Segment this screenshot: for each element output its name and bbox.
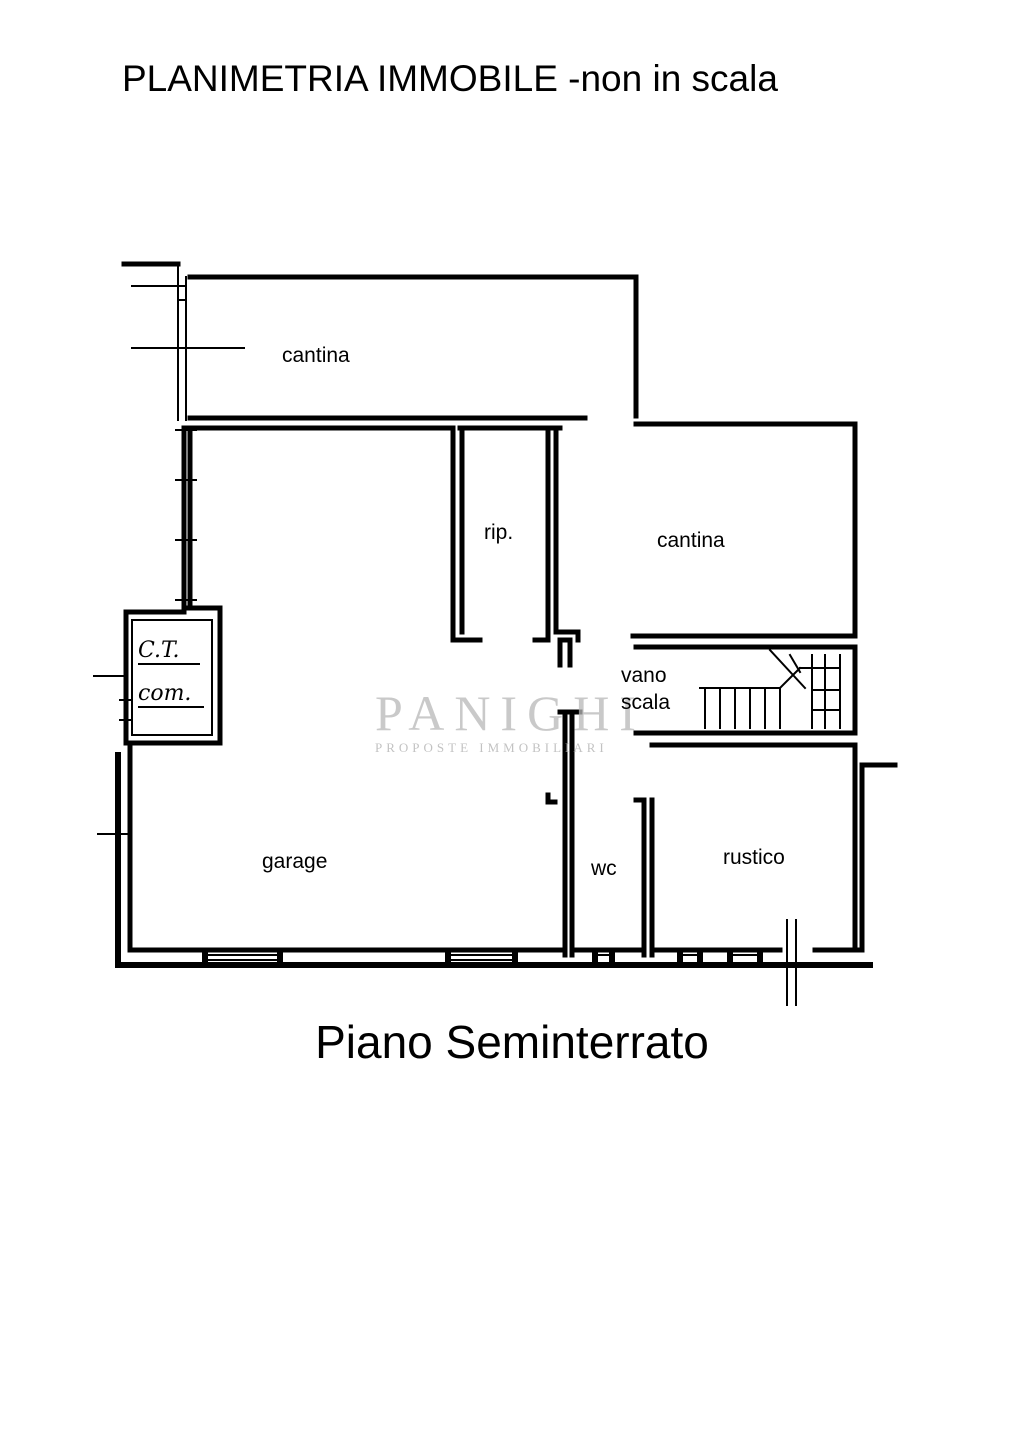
label-vano: vano xyxy=(621,664,667,687)
label-garage: garage xyxy=(262,850,327,873)
label-rip: rip. xyxy=(484,521,513,544)
wall-ct-inner xyxy=(93,619,213,736)
stairs xyxy=(699,648,841,729)
wall-stair-box xyxy=(633,644,858,736)
wall-cantina-top-thin xyxy=(131,263,245,421)
label-cantina-top: cantina xyxy=(282,344,350,367)
wall-left-ticks xyxy=(175,429,197,601)
wall-ct-room xyxy=(123,605,223,746)
wall-cantina-right xyxy=(630,421,858,639)
floor-title: Piano Seminterrato xyxy=(315,1016,709,1068)
wall-bottom-inner xyxy=(127,742,863,953)
walls xyxy=(93,261,898,1006)
wall-left xyxy=(181,425,563,611)
label-ct: C.T. xyxy=(138,638,179,663)
window-marks xyxy=(202,949,763,968)
wall-rustico xyxy=(649,742,898,953)
label-cantina-right: cantina xyxy=(657,529,725,552)
label-wc: wc xyxy=(590,857,617,880)
ct-underline xyxy=(138,663,204,708)
wall-cantina-top xyxy=(121,261,639,421)
label-scala: scala xyxy=(621,691,670,714)
label-com: com. xyxy=(138,681,191,706)
watermark-brand: PANIGHI xyxy=(375,685,646,741)
label-rustico: rustico xyxy=(723,846,785,869)
page-title: PLANIMETRIA IMMOBILE -non in scala xyxy=(122,58,778,99)
wall-rip xyxy=(450,425,581,668)
watermark-tagline: PROPOSTE IMMOBILIARI xyxy=(375,740,608,755)
wall-bottom xyxy=(115,752,873,968)
wall-center xyxy=(545,709,655,958)
windows xyxy=(97,833,797,1006)
